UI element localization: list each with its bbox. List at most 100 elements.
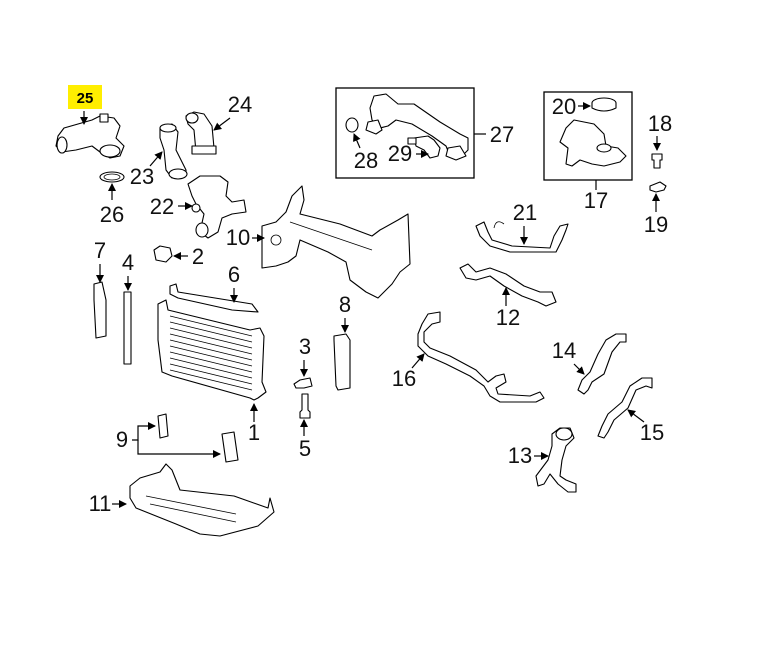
callout-label-8: 8: [339, 292, 351, 317]
part-3-drain-plug-seal[interactable]: [293, 377, 313, 389]
callout-label-27: 27: [490, 122, 514, 147]
part-12-upper-radiator-hose[interactable]: [459, 263, 557, 307]
callout-label-16: 16: [392, 366, 416, 391]
callout-20[interactable]: 20: [552, 94, 591, 119]
leader-16: [411, 353, 425, 369]
callout-4[interactable]: 4: [122, 250, 134, 291]
part-9-lower-brackets[interactable]: [157, 413, 239, 463]
callout-label-23: 23: [130, 164, 154, 189]
callout-label-5: 5: [299, 436, 311, 461]
part-19-reservoir-clip[interactable]: [649, 181, 667, 193]
callout-11[interactable]: 11: [89, 491, 127, 516]
part-14-bypass-hose[interactable]: [577, 333, 627, 395]
callout-label-21: 21: [513, 200, 537, 225]
callout-7[interactable]: 7: [94, 238, 106, 283]
callout-label-24: 24: [228, 92, 252, 117]
part-22-thermostat-housing[interactable]: [187, 175, 247, 239]
part-1-radiator[interactable]: [157, 299, 267, 401]
callout-29[interactable]: 29: [388, 141, 429, 166]
callout-label-9: 9: [116, 427, 128, 452]
part-21-overflow-hose[interactable]: [475, 221, 569, 253]
part-28-pipe-plug[interactable]: [345, 117, 359, 133]
part-18-reservoir-bolt[interactable]: [651, 153, 663, 169]
part-11-lower-air-deflector[interactable]: [129, 463, 275, 537]
part-29-temperature-sensor[interactable]: [407, 135, 441, 159]
callout-label-25: 25: [77, 90, 94, 107]
callout-label-28: 28: [354, 148, 378, 173]
callout-17[interactable]: 17: [584, 180, 608, 213]
part-24-elbow-hose[interactable]: [185, 111, 217, 155]
callout-label-7: 7: [94, 238, 106, 263]
part-26-o-ring[interactable]: [99, 171, 125, 183]
part-13-outlet-hose[interactable]: [535, 427, 577, 493]
callout-5[interactable]: 5: [299, 419, 311, 461]
part-7-side-deflector[interactable]: [93, 281, 107, 339]
highlight-box: [68, 85, 102, 109]
part-4-seal-strip[interactable]: [123, 291, 132, 365]
callout-label-3: 3: [299, 334, 311, 359]
callout-27[interactable]: 27: [474, 122, 514, 147]
radiator-core-fins: [169, 315, 253, 391]
callout-15[interactable]: 15: [627, 409, 664, 445]
callout-8[interactable]: 8: [339, 292, 351, 333]
leader-23: [149, 151, 163, 167]
part-2-mount-bushing[interactable]: [153, 245, 173, 263]
leader-9: [132, 422, 156, 441]
leader-24: [213, 117, 231, 131]
part-8-side-baffle[interactable]: [333, 333, 351, 391]
callout-18[interactable]: 18: [648, 111, 672, 151]
leader-15: [627, 409, 645, 423]
callout-label-17: 17: [584, 188, 608, 213]
callout-26[interactable]: 26: [100, 183, 124, 227]
callout-6[interactable]: 6: [228, 262, 240, 303]
callout-21[interactable]: 21: [513, 200, 537, 245]
part-20-reservoir-cap[interactable]: [591, 97, 617, 112]
callout-25[interactable]: 25: [68, 85, 102, 125]
callout-label-19: 19: [644, 212, 668, 237]
callout-16[interactable]: 16: [392, 353, 425, 391]
callout-label-18: 18: [648, 111, 672, 136]
callout-label-2: 2: [192, 244, 204, 269]
callout-28[interactable]: 28: [353, 133, 378, 173]
callout-22[interactable]: 22: [150, 194, 193, 219]
part-5-drain-plug[interactable]: [299, 393, 311, 419]
part-25-water-outlet[interactable]: [55, 113, 125, 159]
callout-label-6: 6: [228, 262, 240, 287]
callout-label-26: 26: [100, 202, 124, 227]
callout-label-20: 20: [552, 94, 576, 119]
callout-1[interactable]: 1: [248, 403, 260, 445]
leader-9b: [137, 440, 221, 458]
callout-label-14: 14: [552, 338, 576, 363]
group-box-27: [335, 87, 475, 179]
callout-24[interactable]: 24: [213, 92, 252, 131]
group-box-17: [543, 91, 633, 181]
callout-2[interactable]: 2: [173, 244, 204, 269]
part-17-coolant-reservoir[interactable]: [559, 119, 627, 167]
callout-23[interactable]: 23: [130, 151, 163, 189]
leader-14: [573, 363, 585, 375]
part-27-coolant-pipe[interactable]: [365, 93, 469, 161]
part-15-heater-hose[interactable]: [597, 377, 653, 439]
callout-label-11: 11: [89, 491, 112, 516]
callout-19[interactable]: 19: [644, 193, 668, 237]
callout-label-1: 1: [248, 420, 260, 445]
callout-label-29: 29: [388, 141, 412, 166]
part-10-radiator-support[interactable]: [261, 185, 411, 299]
callout-label-13: 13: [508, 443, 532, 468]
callout-label-10: 10: [226, 225, 250, 250]
leader-28: [353, 133, 361, 149]
part-23-connector-hose[interactable]: [159, 123, 188, 180]
callout-label-15: 15: [640, 420, 664, 445]
callout-14[interactable]: 14: [552, 338, 585, 375]
callout-9[interactable]: 9: [116, 422, 221, 458]
callout-13[interactable]: 13: [508, 443, 549, 468]
callout-12[interactable]: 12: [496, 287, 520, 330]
callout-3[interactable]: 3: [299, 334, 311, 377]
callout-label-4: 4: [122, 250, 134, 275]
callout-label-22: 22: [150, 194, 174, 219]
callout-10[interactable]: 10: [226, 225, 265, 250]
part-16-lower-radiator-hose[interactable]: [417, 311, 545, 403]
callout-label-12: 12: [496, 305, 520, 330]
part-6-upper-seal[interactable]: [169, 283, 259, 313]
